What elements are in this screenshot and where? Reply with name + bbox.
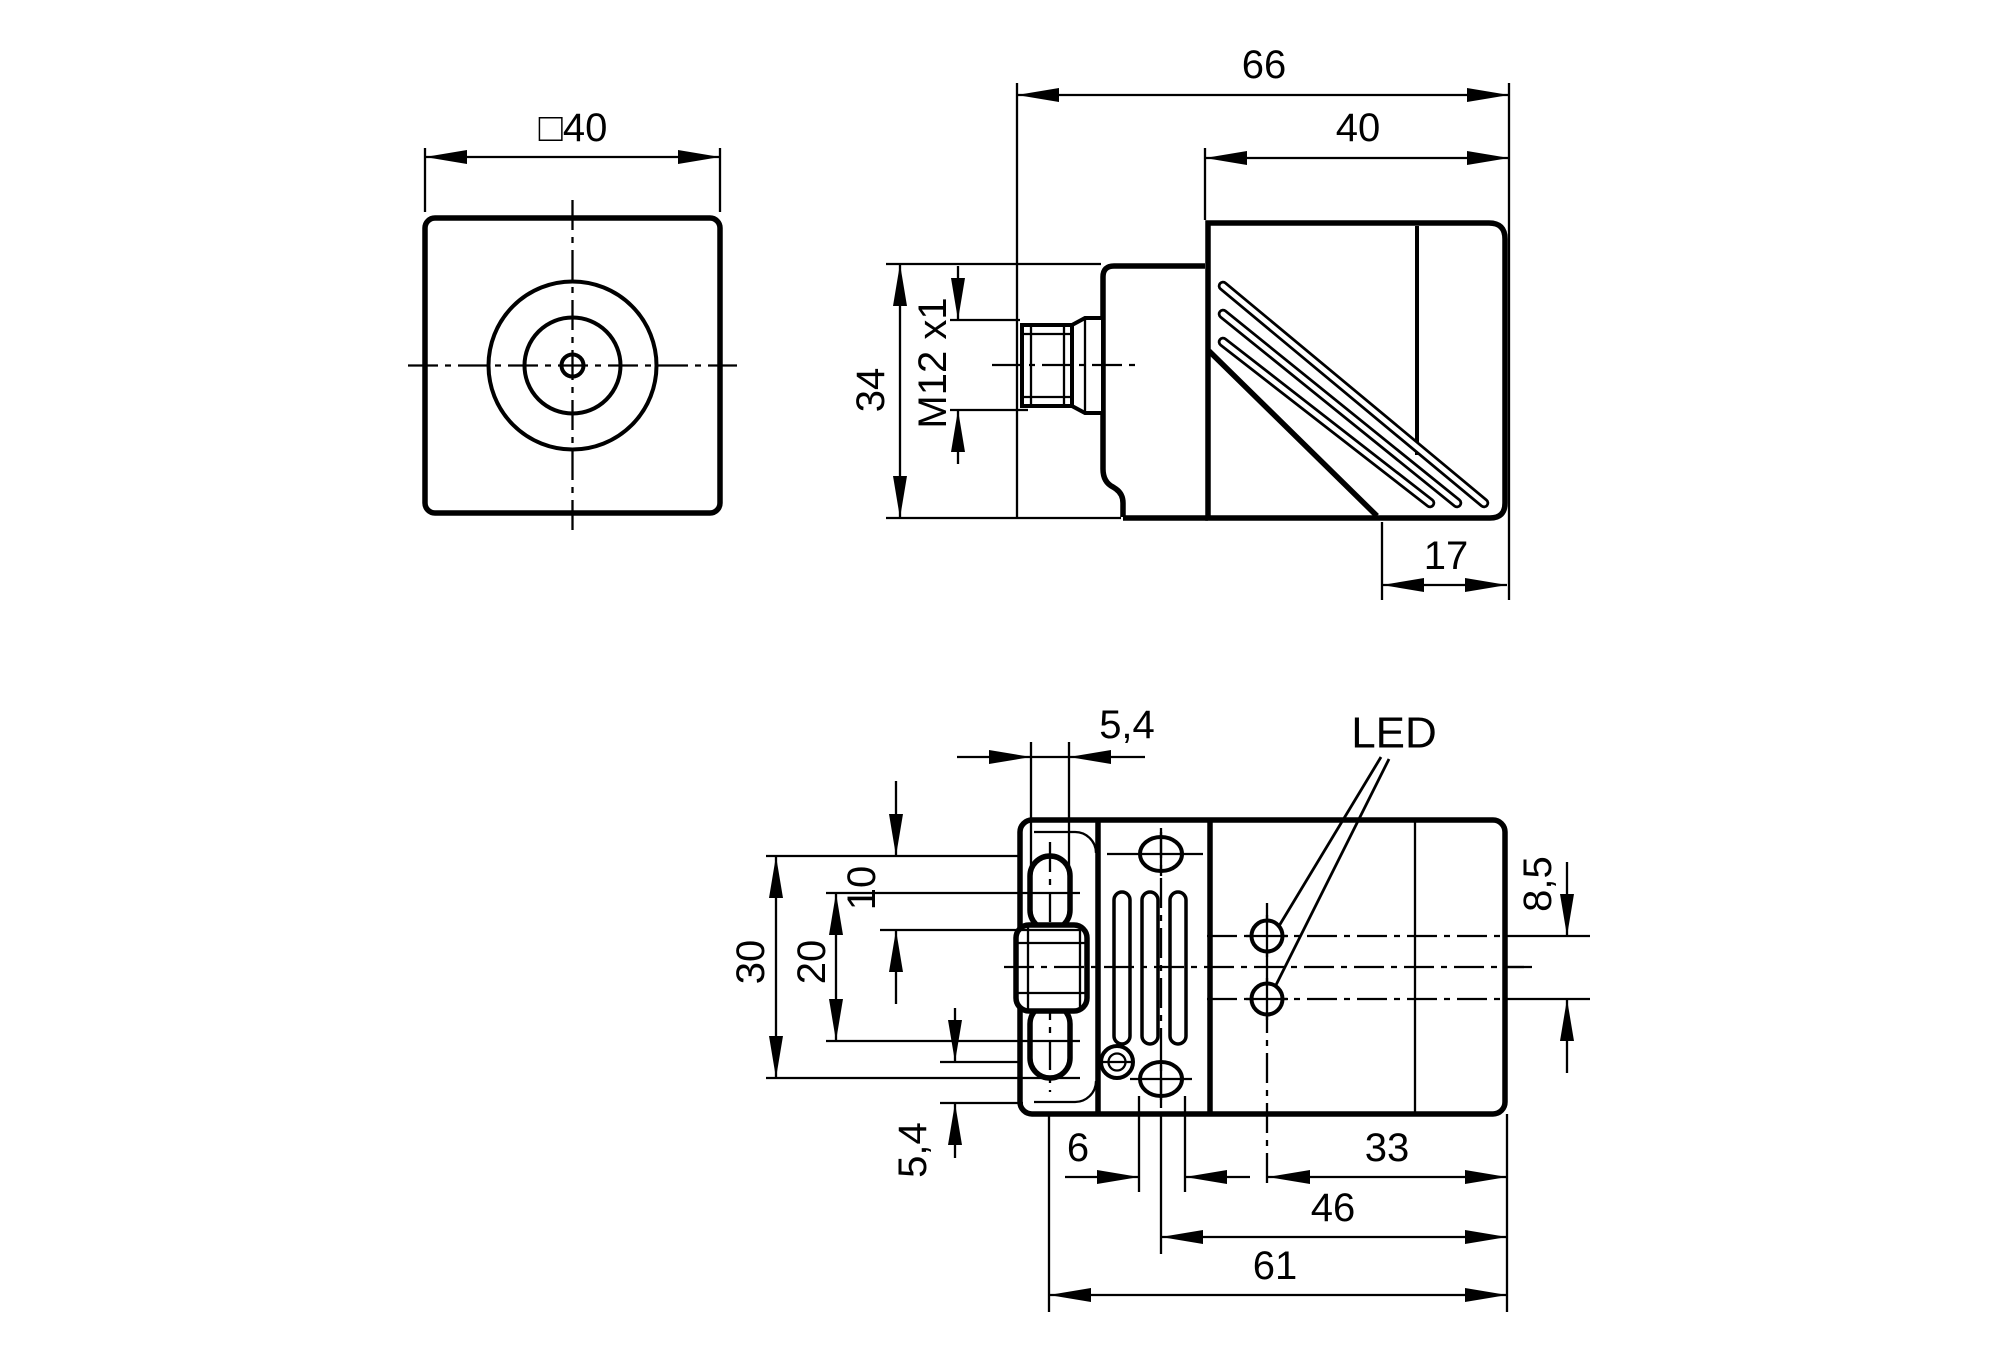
dim-led-spacing-label: 8,5 [1516, 856, 1560, 912]
dim-led-to-end-label: 33 [1365, 1126, 1410, 1170]
dim-hole-to-end-label: 46 [1311, 1186, 1356, 1230]
dim-bracket-height-label: 34 [849, 368, 893, 413]
dim-face-length-label: 17 [1424, 534, 1469, 578]
sensing-face-outer-circle [486, 279, 659, 452]
side-housing-outline [1205, 220, 1508, 521]
active-face-edge [1207, 349, 1379, 518]
thread-size-label: M12 x1 [911, 297, 955, 428]
m12-connector-side [992, 316, 1136, 415]
dim-slot-length-label: 10 [840, 866, 884, 911]
led-leader-line-1 [1277, 756, 1383, 927]
dim-slot-to-end-label: 61 [1253, 1244, 1298, 1288]
dim-front-width-label: □40 [539, 106, 608, 150]
connector-bracket-outline [1100, 263, 1205, 517]
cap-corner-line [1034, 830, 1098, 854]
dim-body-length-label: 40 [1336, 106, 1381, 150]
led-label: LED [1351, 709, 1437, 758]
active-face-hatch [1217, 280, 1490, 509]
bottom-view: LED 5,4 30 20 10 5,4 8,5 [729, 703, 1590, 1312]
dim-slot-centers-label: 20 [790, 940, 834, 985]
cap-corner-line [1034, 1080, 1098, 1104]
side-view: 66 40 34 M12 x1 17 [849, 43, 1511, 600]
dim-hole-diameter-label: 6 [1067, 1126, 1089, 1170]
dim-slot-span-label: 30 [729, 940, 773, 985]
dim-screw-offset-label: 5,4 [891, 1122, 935, 1178]
dim-slot-width-label: 5,4 [1099, 703, 1155, 747]
dim-overall-length-label: 66 [1242, 43, 1287, 87]
front-view: □40 [408, 106, 737, 530]
led-leader-line-2 [1274, 758, 1391, 986]
